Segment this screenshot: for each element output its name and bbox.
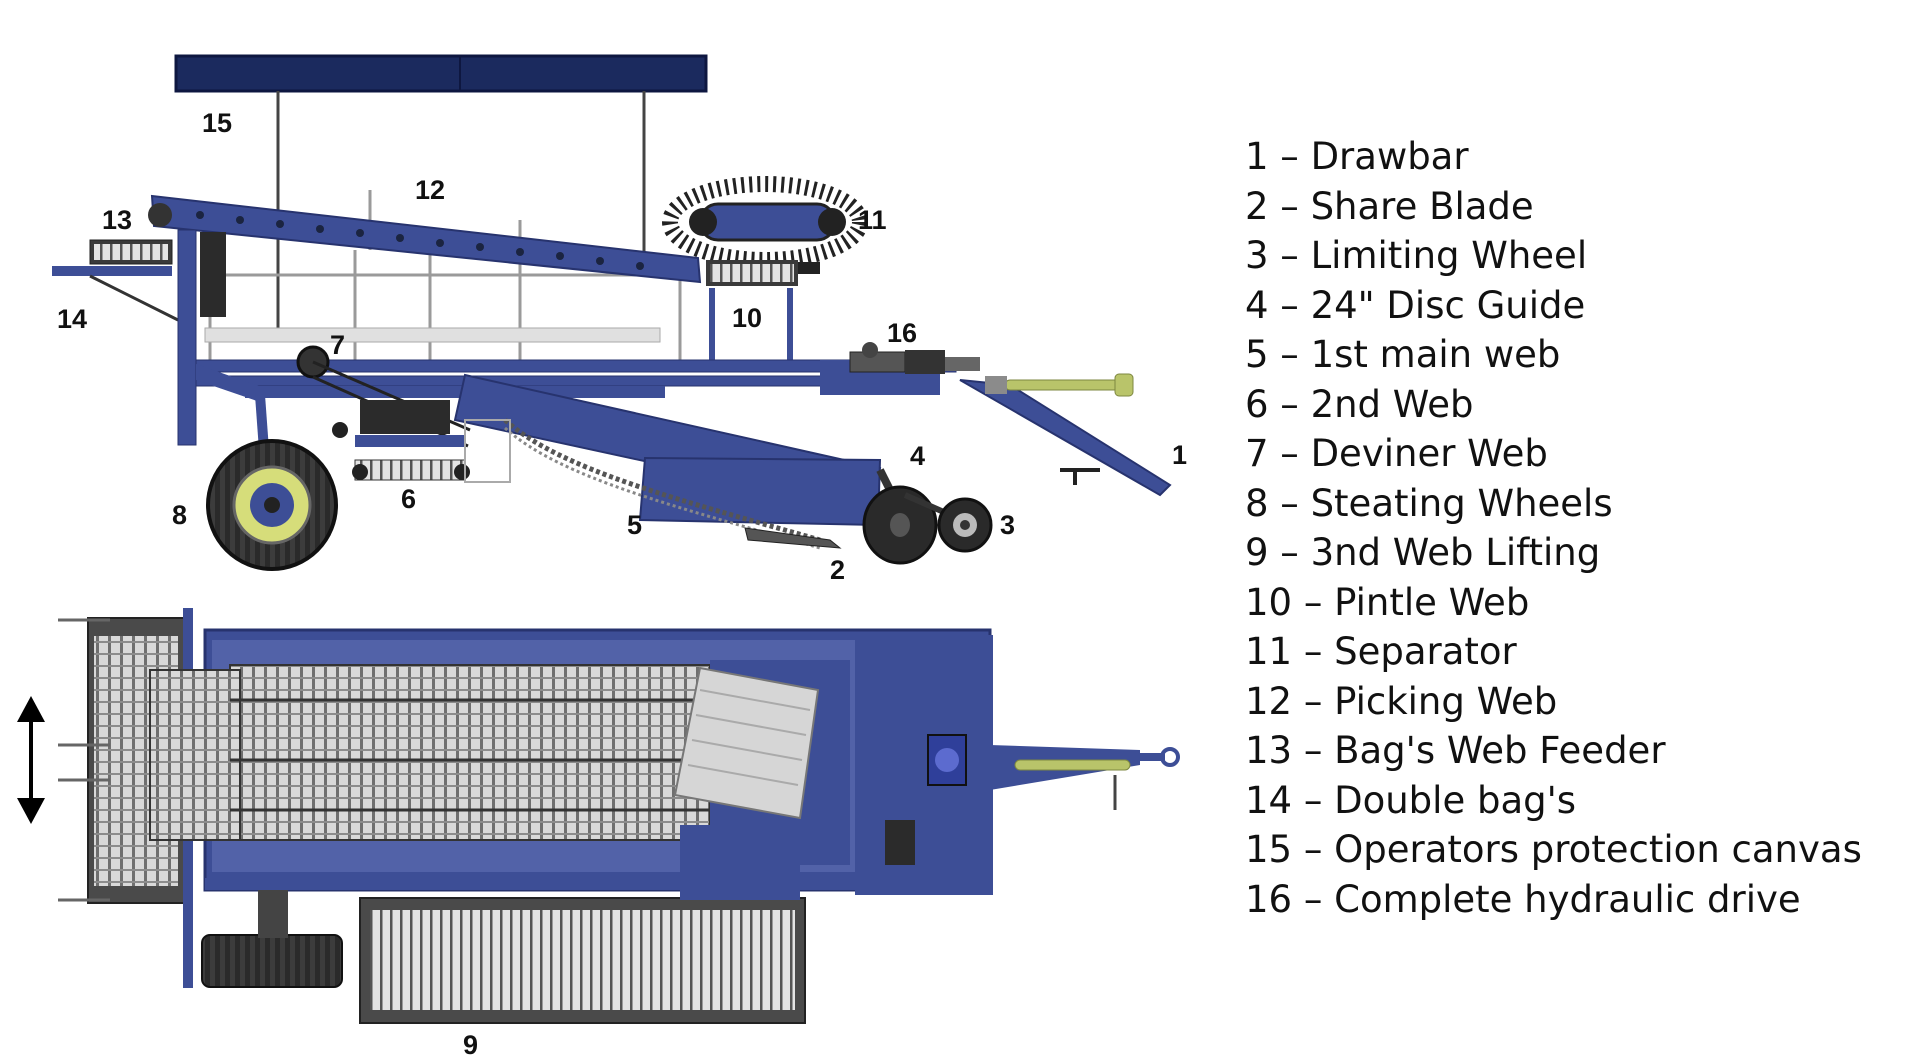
parts-legend: 1 – Drawbar 2 – Share Blade 3 – Limiting… [1245, 132, 1925, 924]
callout-12: 12 [415, 175, 446, 205]
separator-brush [662, 176, 868, 268]
legend-item: 4 – 24" Disc Guide [1245, 283, 1586, 327]
legend-item: 11 – Separator [1245, 630, 1517, 673]
hydraulic-drive [849, 342, 980, 374]
disc-guide [862, 468, 938, 565]
harvester-diagram [17, 54, 1180, 1024]
legend-item: 3 – Limiting Wheel [1245, 234, 1588, 277]
legend-item: 13 – Bag's Web Feeder [1245, 729, 1666, 772]
callout-13: 13 [102, 205, 133, 235]
share-blade [744, 527, 842, 549]
main-frame [177, 229, 1172, 527]
operator-canvas [174, 54, 708, 340]
callout-8: 8 [172, 500, 188, 530]
callout-3: 3 [1000, 510, 1016, 540]
callout-11: 11 [858, 205, 887, 235]
legend-item: 7 – Deviner Web [1245, 432, 1548, 475]
legend-item: 15 – Operators protection canvas [1245, 828, 1862, 871]
callout-10: 10 [732, 303, 763, 333]
legend-item: 5 – 1st main web [1245, 333, 1561, 376]
pto-shaft [985, 373, 1134, 397]
bag-feeder [52, 239, 179, 322]
callout-16: 16 [887, 318, 918, 348]
callout-6: 6 [401, 484, 417, 514]
picking-web [148, 194, 702, 284]
legend-item: 14 – Double bag's [1245, 778, 1577, 822]
steering-wheel [206, 394, 338, 571]
legend-item: 6 – 2nd Web [1245, 382, 1474, 426]
limiting-wheel [903, 492, 993, 553]
double-arrow-icon [17, 696, 45, 824]
side-view [52, 54, 1172, 571]
second-web [332, 400, 511, 483]
top-view [58, 608, 1180, 1024]
callout-4: 4 [910, 441, 926, 471]
pintle-web [706, 260, 820, 372]
callout-5: 5 [627, 510, 643, 540]
callout-15: 15 [202, 108, 233, 138]
legend-item: 10 – Pintle Web [1245, 580, 1530, 624]
callout-7: 7 [330, 330, 346, 360]
legend-item: 16 – Complete hydraulic drive [1245, 877, 1801, 921]
legend-item: 9 – 3nd Web Lifting [1245, 531, 1601, 574]
callout-9: 9 [463, 1030, 479, 1060]
legend-item: 8 – Steating Wheels [1245, 481, 1613, 525]
legend-item: 12 – Picking Web [1245, 679, 1558, 723]
callout-2: 2 [830, 555, 846, 585]
callout-14: 14 [57, 304, 88, 334]
callout-1: 1 [1172, 440, 1188, 470]
legend-item: 2 – Share Blade [1245, 184, 1534, 228]
legend-item: 1 – Drawbar [1245, 135, 1469, 178]
